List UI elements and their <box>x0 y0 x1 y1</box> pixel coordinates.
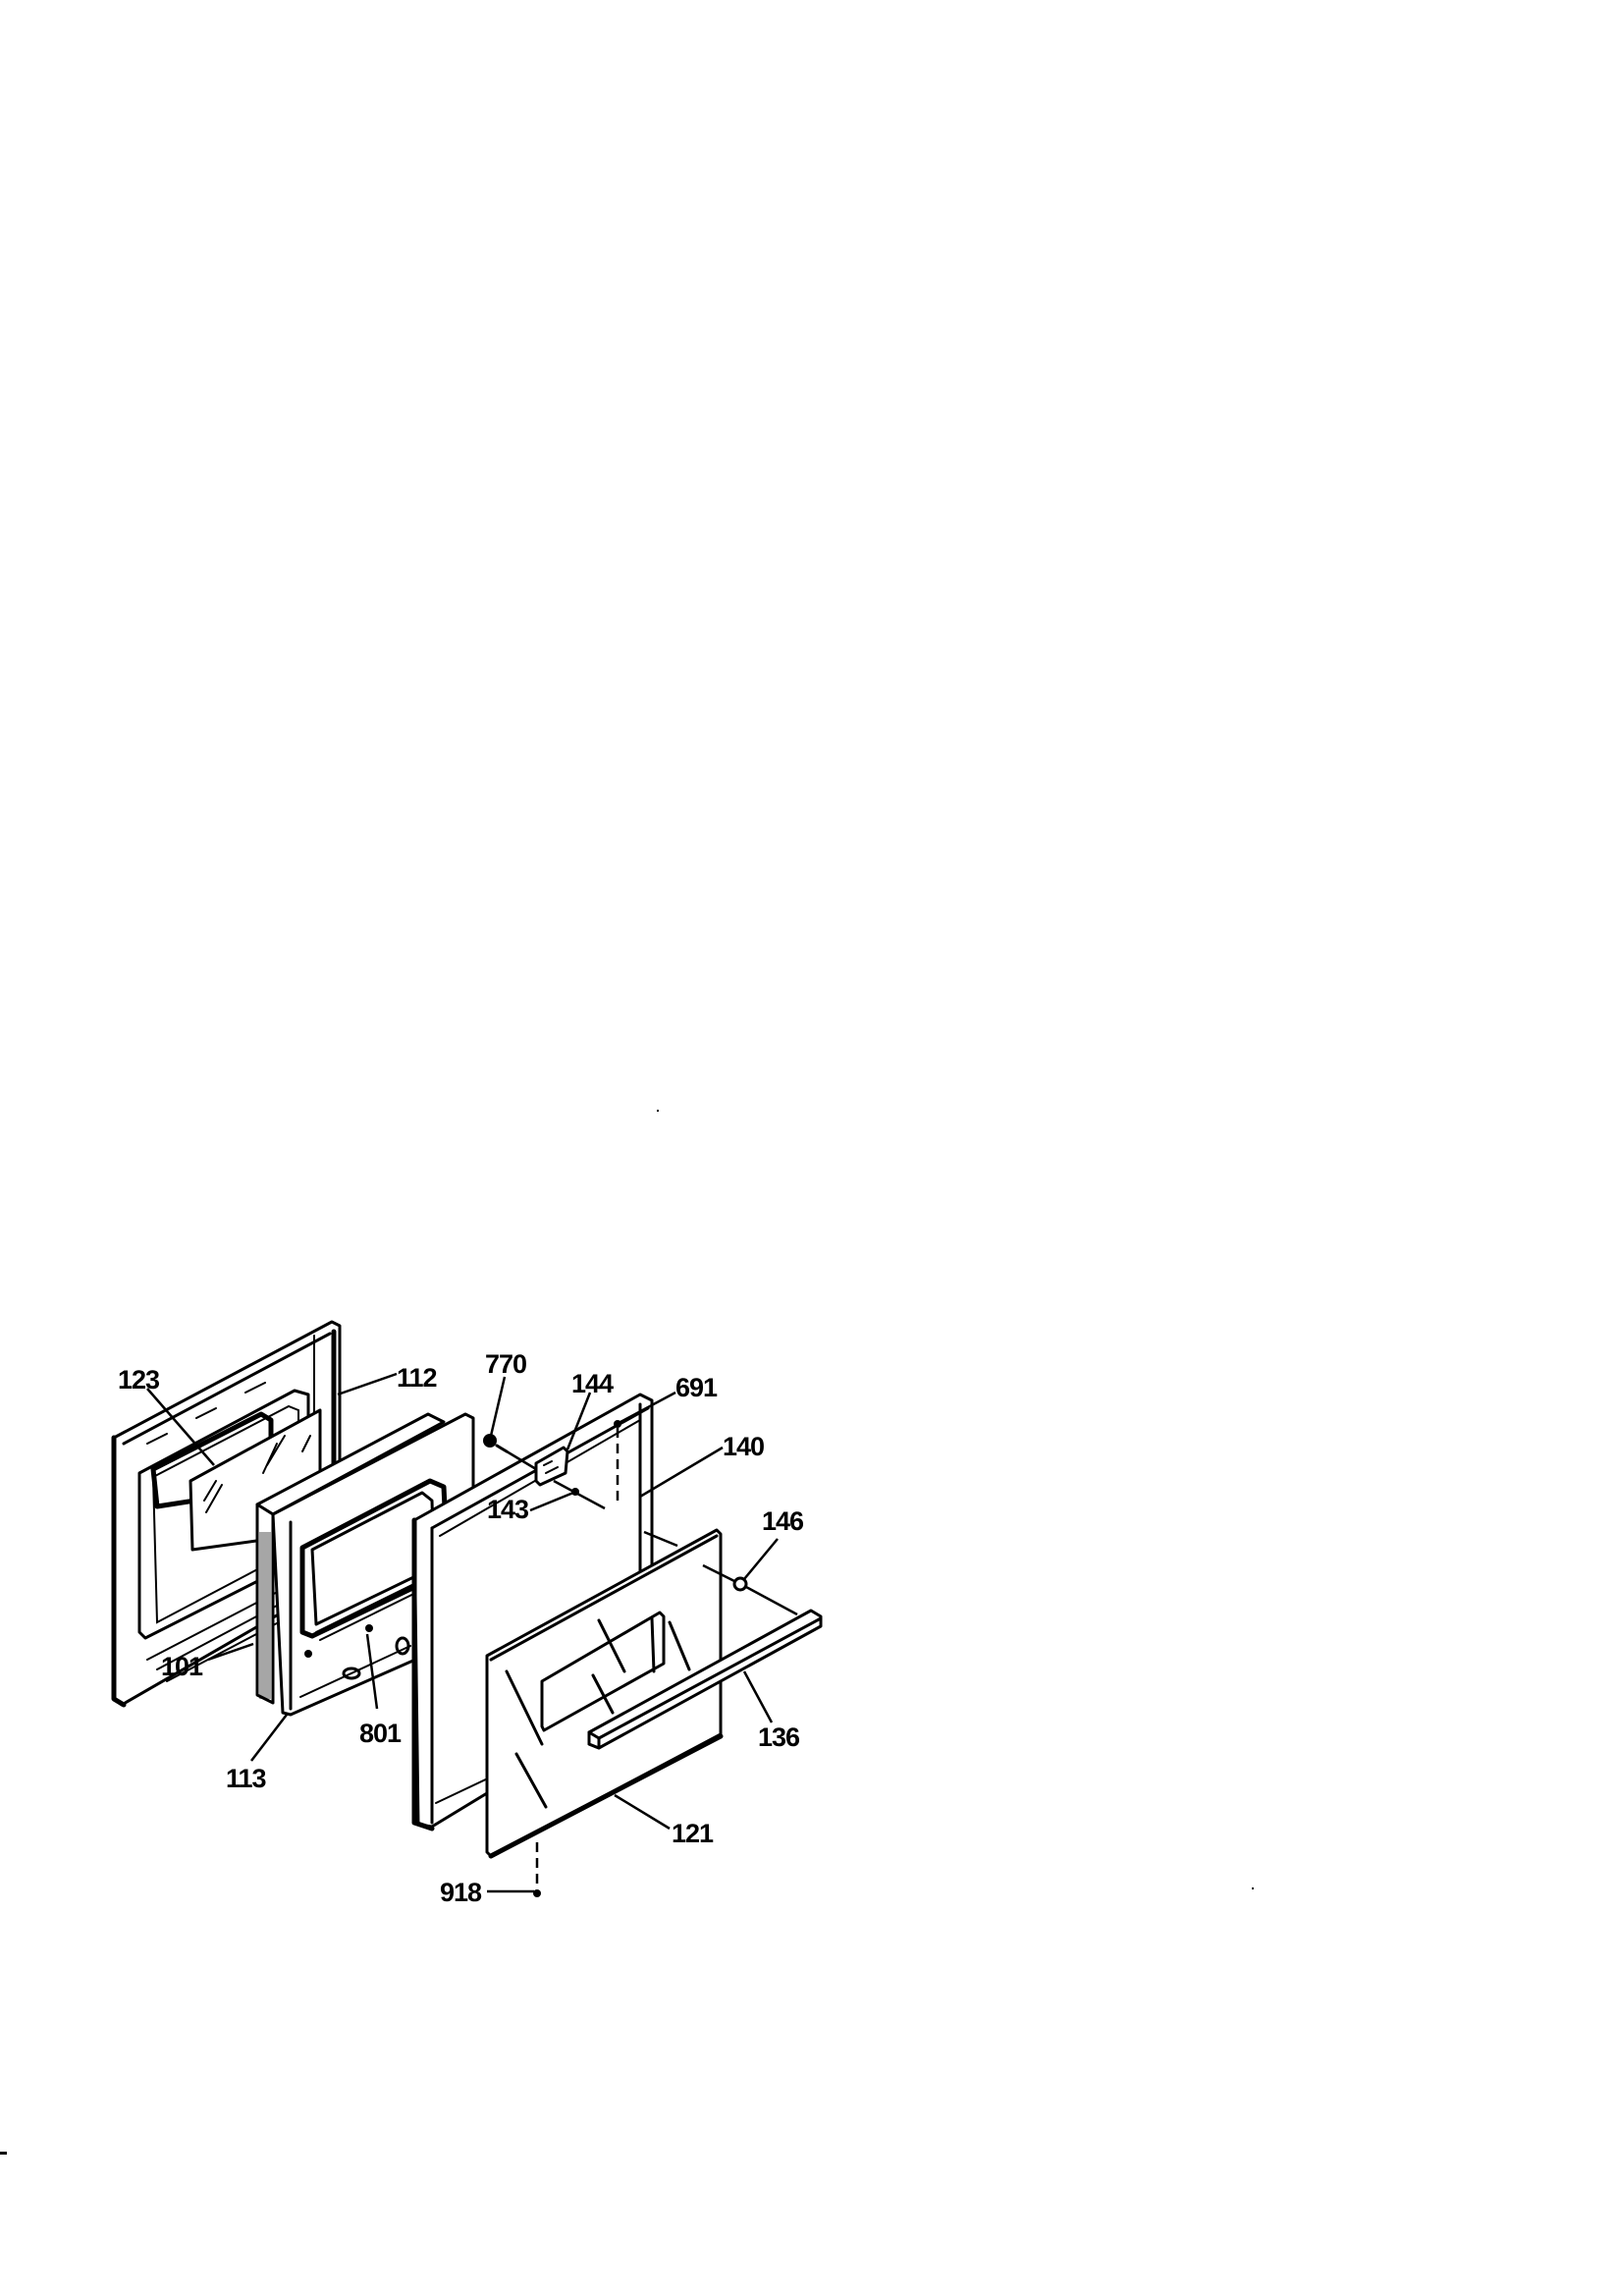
callout-918: 918 <box>440 1878 482 1907</box>
callout-770: 770 <box>485 1349 526 1379</box>
callout-labels: 123 112 770 144 691 140 143 146 101 801 … <box>118 1349 805 1907</box>
part-691-top-screw <box>614 1420 621 1428</box>
callout-144: 144 <box>571 1369 614 1398</box>
part-146-handle-screw <box>732 1576 748 1592</box>
callout-146: 146 <box>762 1506 804 1536</box>
part-136-handle <box>587 1609 823 1750</box>
callout-136: 136 <box>758 1722 800 1752</box>
part-121-outer-glass <box>485 1528 724 1859</box>
callout-101: 101 <box>161 1652 203 1681</box>
callout-123: 123 <box>118 1365 160 1394</box>
callout-112: 112 <box>397 1363 437 1393</box>
part-770-hinge-pin <box>483 1434 509 1453</box>
callout-801: 801 <box>359 1719 402 1748</box>
callout-691: 691 <box>675 1373 718 1402</box>
scan-edge-mark <box>0 2152 7 2155</box>
callout-leaders <box>146 1372 779 1893</box>
part-801-insulation-marker <box>365 1624 373 1632</box>
callout-140: 140 <box>723 1432 764 1461</box>
scan-speck <box>657 1110 659 1112</box>
scan-speck <box>1252 1887 1254 1889</box>
part-144-hinge-bracket <box>534 1446 569 1487</box>
part-918-bottom-screw <box>533 1889 541 1897</box>
callout-143: 143 <box>487 1495 529 1524</box>
callout-113: 113 <box>226 1764 267 1793</box>
callout-121: 121 <box>672 1819 714 1848</box>
assembly-lines <box>506 1428 798 1889</box>
